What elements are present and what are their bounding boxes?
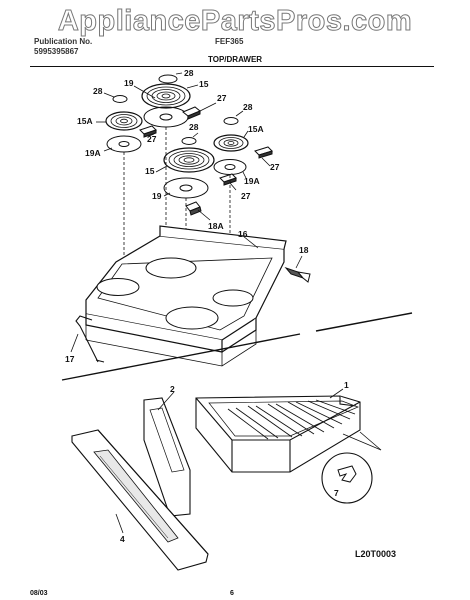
receptacle-front xyxy=(219,173,237,186)
drip-pan-left-small xyxy=(106,135,142,153)
small-surface-element-right xyxy=(213,134,249,152)
page-number: 6 xyxy=(230,590,234,597)
drip-pan-front-large xyxy=(163,177,209,199)
header-rule xyxy=(30,66,434,67)
drip-pan-rear-large xyxy=(143,106,189,128)
watermark: AppliancePartsPros.com xyxy=(57,5,413,38)
callout-17: 17 xyxy=(65,354,75,364)
callout-27: 27 xyxy=(270,162,280,172)
clip-18 xyxy=(284,266,311,283)
callout-19a: 19A xyxy=(244,176,260,186)
drawer-frame-2 xyxy=(143,397,191,517)
detail-leader-lines xyxy=(342,431,382,451)
callout-15a: 15A xyxy=(248,124,264,134)
callout-15a: 15A xyxy=(77,116,93,126)
footer-date: 08/03 xyxy=(30,590,48,597)
receptacle-right xyxy=(254,146,273,159)
drip-pan-right-small xyxy=(213,159,247,175)
callout-7: 7 xyxy=(334,488,339,498)
trim-ring-front xyxy=(181,137,197,145)
callout-19: 19 xyxy=(124,78,134,88)
small-surface-element-left xyxy=(105,111,143,131)
callout-28: 28 xyxy=(189,122,199,132)
drawing-code: L20T0003 xyxy=(355,549,397,559)
glide-part-7 xyxy=(337,465,357,483)
trim-ring-rear-large xyxy=(158,74,178,84)
callout-15: 15 xyxy=(145,166,155,176)
publication-number: 5995395867 xyxy=(34,47,79,56)
callout-15: 15 xyxy=(199,79,209,89)
large-surface-element-front xyxy=(163,147,215,173)
model-number: FEF365 xyxy=(215,37,244,46)
callout-27: 27 xyxy=(217,93,227,103)
section-title: TOP/DRAWER xyxy=(208,55,263,64)
main-top xyxy=(85,225,287,353)
drawer-front-panel xyxy=(71,429,209,571)
drawer-ribs xyxy=(227,399,356,440)
callout-1: 1 xyxy=(344,380,349,390)
drawer-body xyxy=(195,395,361,473)
callout-2: 2 xyxy=(170,384,175,394)
callout-27: 27 xyxy=(241,191,251,201)
section-divider xyxy=(61,312,413,381)
bracket-18a xyxy=(185,201,202,216)
publication-label: Publication No. xyxy=(34,37,93,46)
callout-28: 28 xyxy=(243,102,253,112)
large-surface-element-rear xyxy=(141,83,191,109)
callout-28: 28 xyxy=(184,68,194,78)
callout-27: 27 xyxy=(147,134,157,144)
trim-ring-left xyxy=(112,95,128,103)
callout-leaders xyxy=(70,72,344,534)
callout-18a: 18A xyxy=(208,221,224,231)
receptacle-rear-large xyxy=(182,106,201,120)
hinge-rod-17 xyxy=(75,315,105,363)
callout-19a: 19A xyxy=(85,148,101,158)
callout-19: 19 xyxy=(152,191,162,201)
callout-16: 16 xyxy=(238,229,248,239)
callout-18: 18 xyxy=(299,245,309,255)
callout-28: 28 xyxy=(93,86,103,96)
callouts: 28 15 19 27 28 28 15A 27 28 15A 19A 15 2… xyxy=(65,68,349,544)
callout-4: 4 xyxy=(120,534,125,544)
trim-ring-right xyxy=(223,117,239,125)
receptacle-left xyxy=(139,125,157,138)
